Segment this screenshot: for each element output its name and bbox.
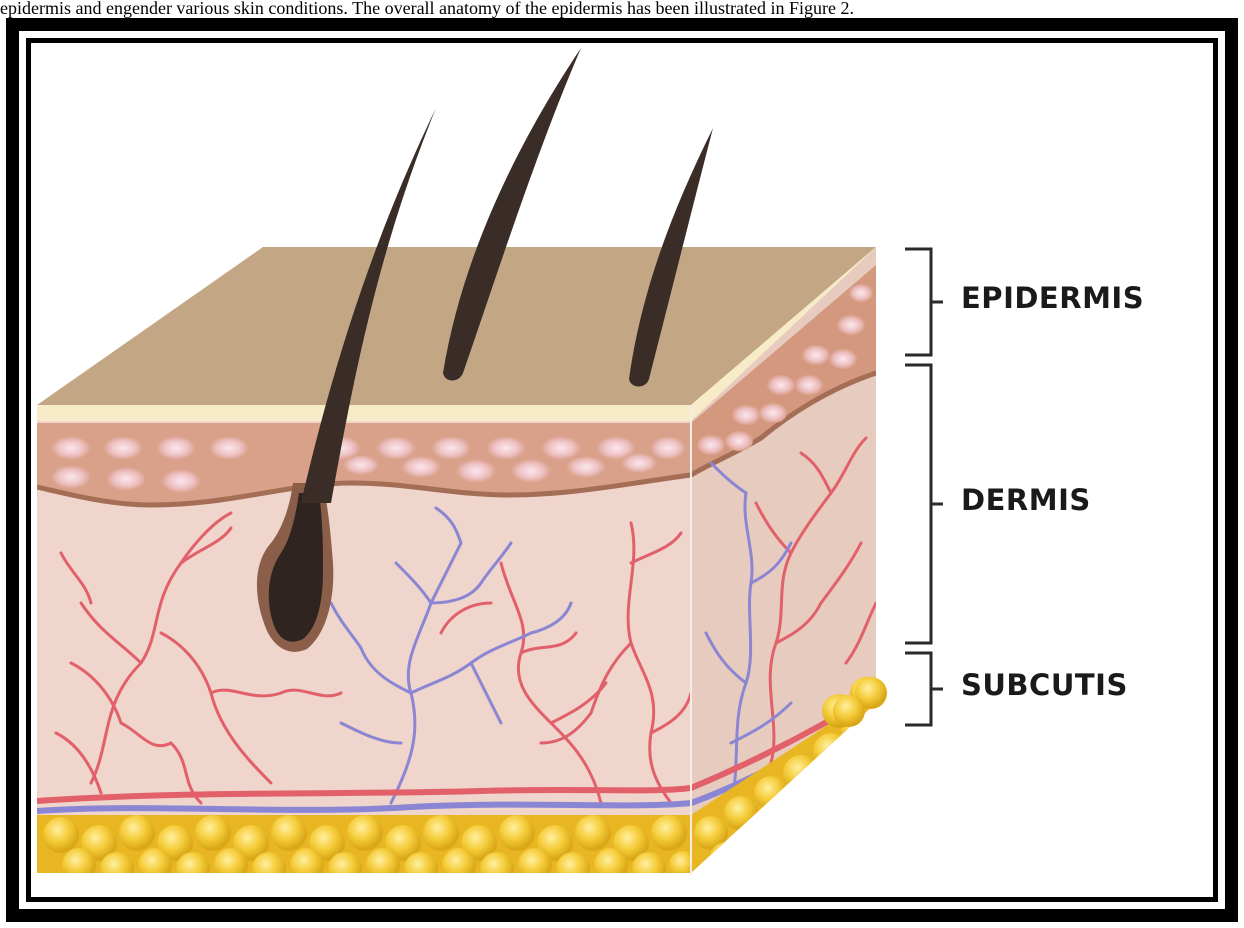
skin-cross-section-illustration bbox=[31, 43, 1213, 897]
dermis-label: DERMIS bbox=[961, 483, 1091, 517]
image-frame: EPIDERMIS DERMIS SUBCUTIS bbox=[6, 18, 1238, 922]
dermis-bracket bbox=[905, 365, 943, 643]
skin-diagram-canvas: EPIDERMIS DERMIS SUBCUTIS bbox=[31, 43, 1213, 897]
layer-brackets bbox=[905, 249, 943, 725]
subcutis-bracket bbox=[905, 653, 943, 725]
epidermis-label: EPIDERMIS bbox=[961, 281, 1144, 315]
stratum-corneum bbox=[37, 405, 691, 423]
epidermis-bracket bbox=[905, 249, 943, 355]
caption-text: epidermis and engender various skin cond… bbox=[0, 0, 1244, 20]
subcutis-label: SUBCUTIS bbox=[961, 668, 1128, 702]
